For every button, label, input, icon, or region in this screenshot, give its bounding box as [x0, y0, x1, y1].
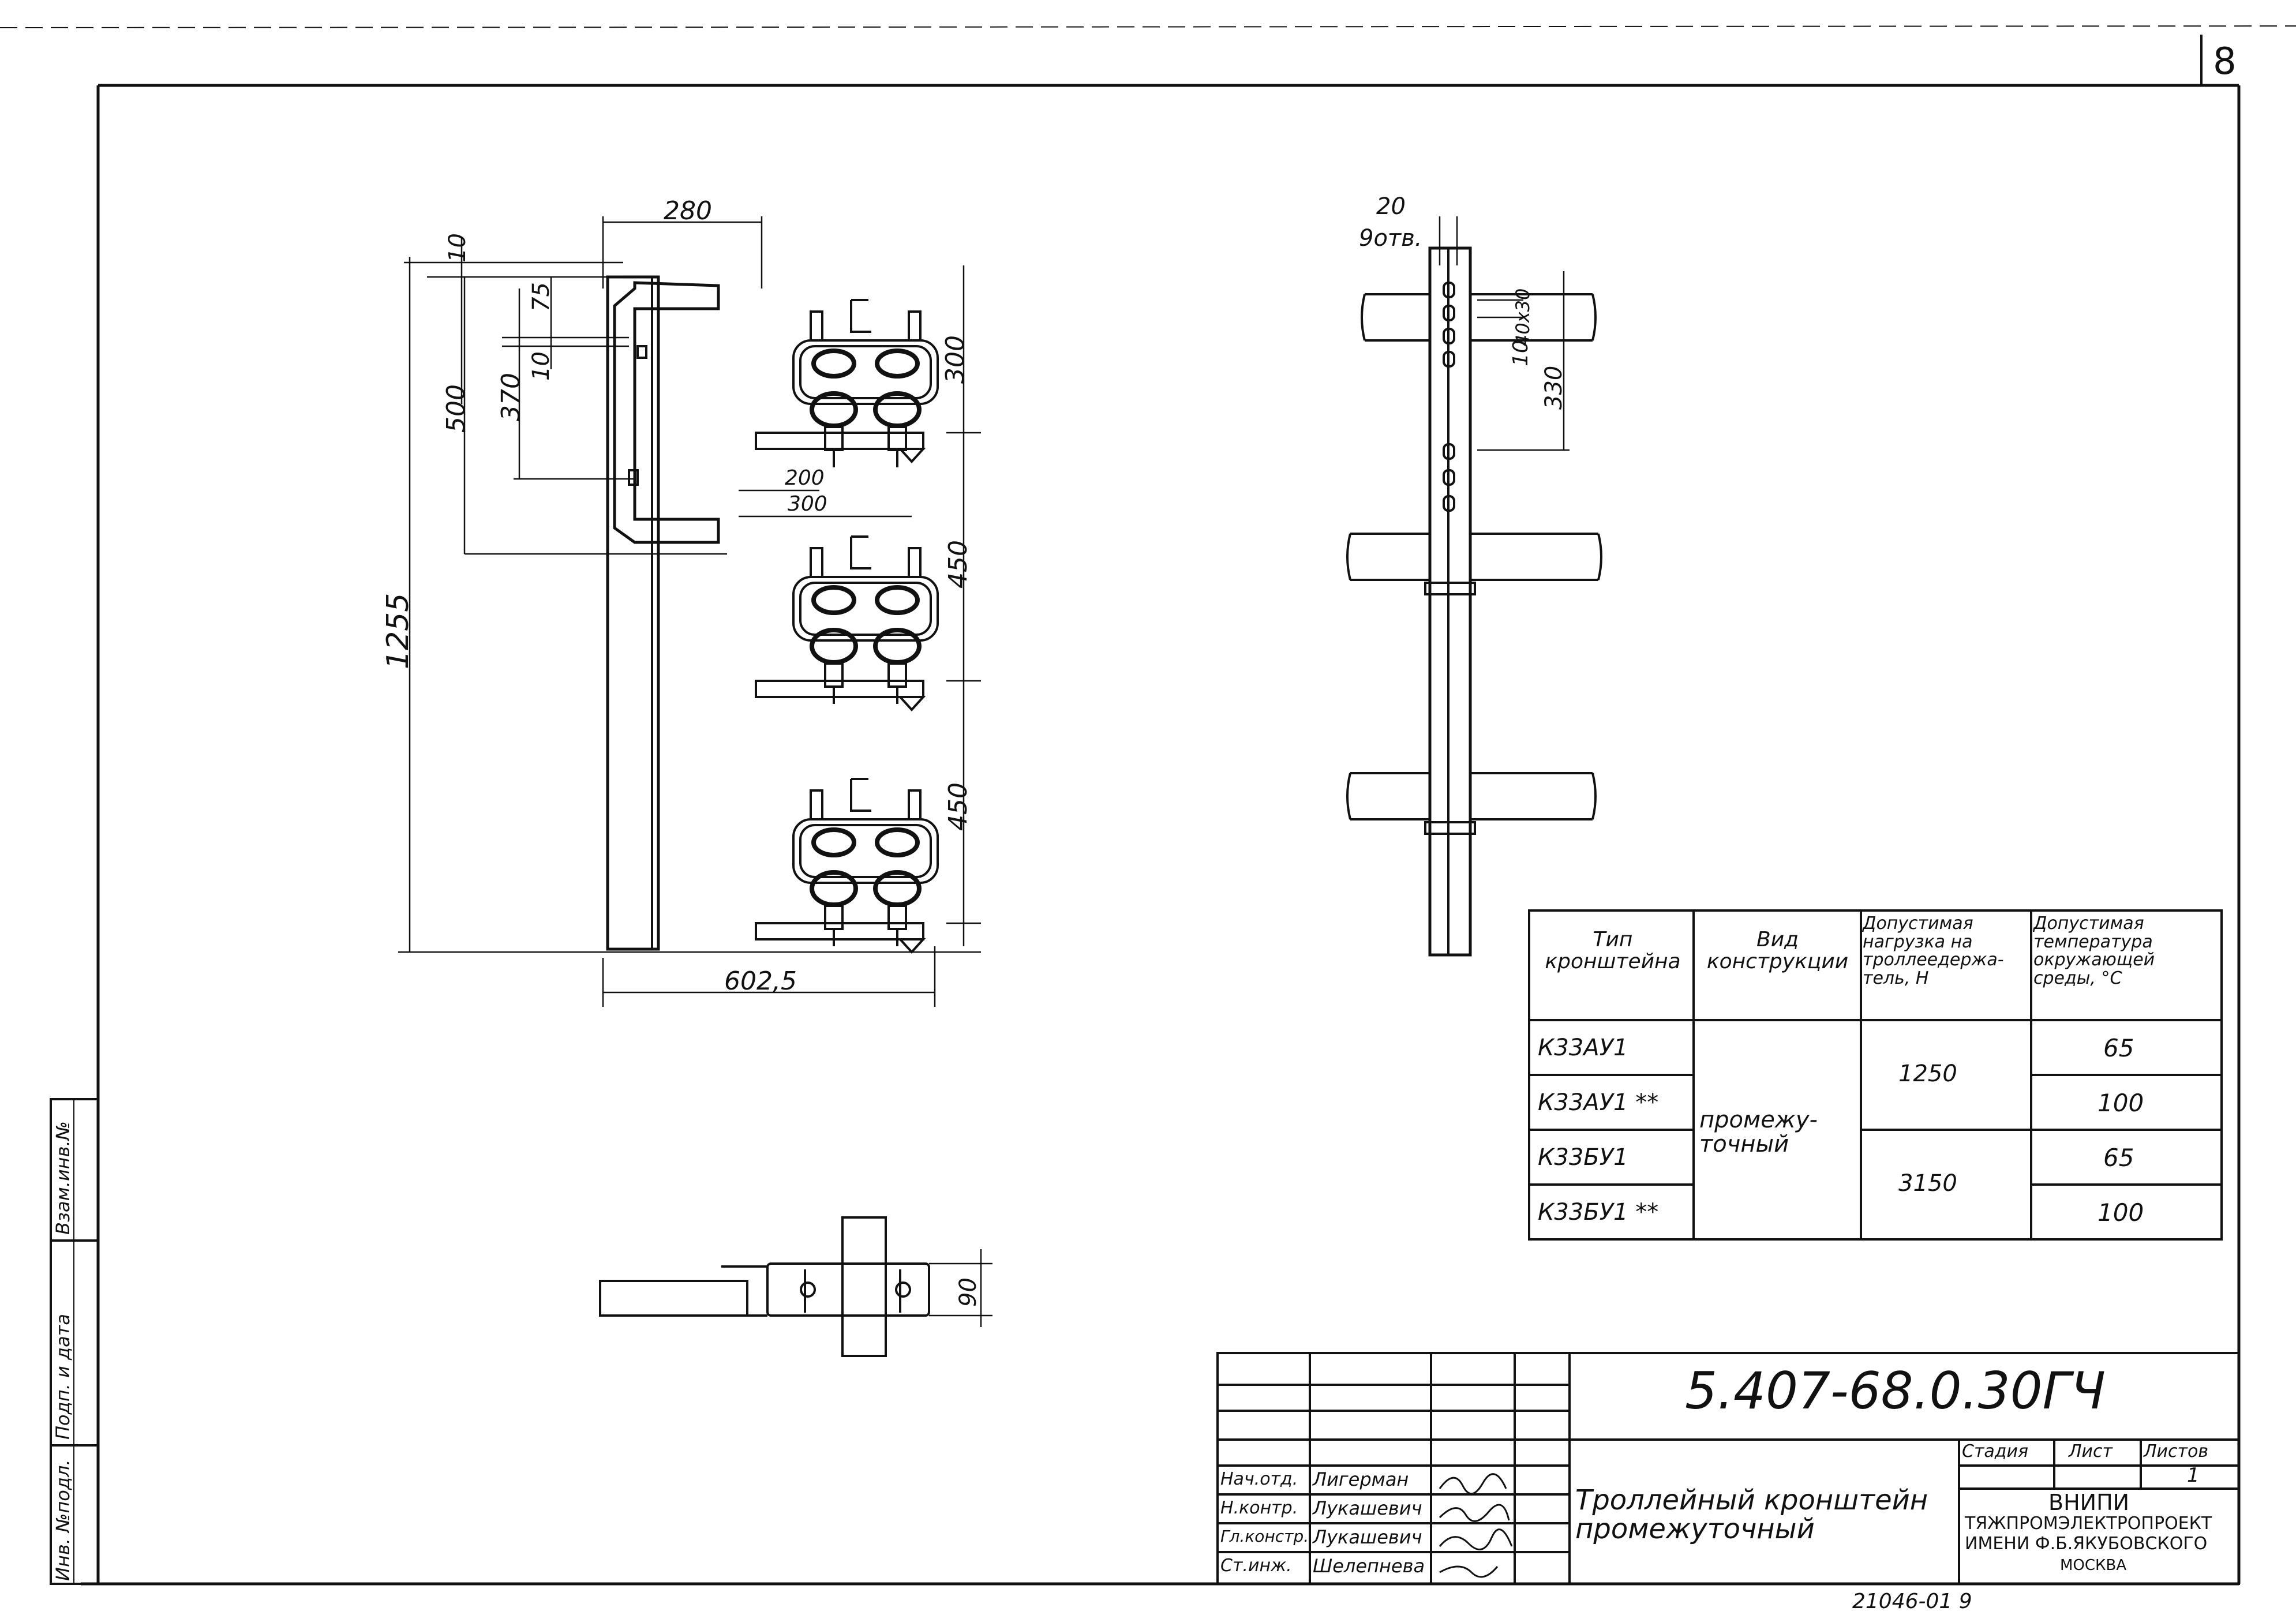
dim-280: 280 [664, 196, 712, 226]
sheet-label: Лист [2069, 1441, 2113, 1462]
spec-row-4-temp: 100 [2098, 1198, 2144, 1227]
spec-header-construction: Вид конструкции [1706, 928, 1849, 973]
org-line-2: ТЯЖПРОМЭЛЕКТРОПРОЕКТ [1965, 1513, 2212, 1534]
dim-10-mid: 10 [528, 351, 555, 381]
drawing-designation: 5.407-68.0.30ГЧ [1685, 1361, 2106, 1421]
dim-300-inner: 300 [788, 492, 827, 516]
spec-header-type: Тип кронштейна [1545, 928, 1681, 973]
front-view [606, 275, 926, 954]
org-line-3: ИМЕНИ Ф.Б.ЯКУБОВСКОГО [1965, 1534, 2208, 1554]
spec-row-2-temp: 100 [2098, 1089, 2144, 1117]
stage-label: Стадия [1962, 1441, 2029, 1462]
insulator-group-2 [792, 535, 939, 704]
spec-row-1-temp: 65 [2103, 1034, 2134, 1062]
dim-300-right: 300 [941, 335, 970, 384]
margin-stamp-grid [50, 1098, 99, 1585]
insulator-group-1 [792, 299, 939, 467]
spec-construction: промежу- точный [1699, 1107, 1818, 1157]
spec-row-3-type: К33БУ1 [1538, 1144, 1628, 1171]
side-view [1346, 216, 1602, 957]
name-1: Лигерман [1313, 1468, 1409, 1490]
spec-header-temp: Допустимая температура окружающей среды,… [2033, 913, 2155, 988]
dim-500: 500 [441, 384, 471, 433]
dim-side-20: 20 [1376, 193, 1406, 220]
dim-370: 370 [496, 373, 526, 421]
spec-table-grid [1528, 909, 2223, 1241]
dim-10-top: 10 [444, 233, 471, 263]
name-3: Лукашевич [1313, 1526, 1422, 1548]
sheet-frame [0, 25, 2296, 1586]
spec-row-4-type: К33БУ1 ** [1538, 1199, 1659, 1226]
spec-header-load: Допустимая нагрузка на троллеедержа- тел… [1863, 913, 2004, 988]
dim-side-holes: 9отв. [1359, 225, 1422, 252]
stamp-inv-no: Инв. №подл. [52, 1459, 74, 1581]
dim-side-330: 330 [1541, 365, 1567, 410]
title-block-grid [1216, 1352, 2240, 1585]
org-line-1: ВНИПИ [2048, 1490, 2130, 1515]
dim-1255: 1255 [381, 593, 415, 669]
spec-load-a: 1250 [1898, 1061, 1957, 1087]
insulator-group-3 [792, 778, 939, 946]
stamp-replaced-inv: Взам.инв.№ [52, 1121, 74, 1235]
role-3: Гл.констр. [1220, 1527, 1309, 1546]
stamp-sign-date: Подп. и дата [52, 1314, 74, 1440]
dim-plan-90: 90 [955, 1277, 982, 1307]
role-2: Н.контр. [1220, 1498, 1298, 1518]
dim-75: 75 [528, 282, 555, 312]
name-2: Лукашевич [1313, 1497, 1422, 1519]
drawing-title: Троллейный кронштейн промежуточный [1575, 1484, 1928, 1546]
spec-row-3-temp: 65 [2103, 1144, 2134, 1172]
dim-side-40x30: 40х30 [1512, 288, 1534, 346]
org-line-4: МОСКВА [2060, 1557, 2127, 1574]
sheets-value: 1 [2187, 1464, 2200, 1487]
dim-450-upper: 450 [943, 540, 973, 589]
dim-450-lower: 450 [943, 782, 973, 831]
signatures [1439, 1473, 1513, 1578]
spec-row-1-type: К33АУ1 [1538, 1035, 1628, 1061]
role-4: Ст.инж. [1220, 1556, 1292, 1576]
dim-200: 200 [785, 466, 825, 490]
dim-602-5: 602,5 [724, 966, 797, 996]
plan-view [599, 1216, 992, 1357]
name-4: Шелепнева [1313, 1555, 1425, 1577]
role-1: Нач.отд. [1220, 1469, 1298, 1489]
spec-row-2-type: К33АУ1 ** [1538, 1089, 1659, 1116]
spec-load-b: 3150 [1898, 1170, 1957, 1197]
front-dimension-lines [398, 216, 981, 1007]
sheet-number: 8 [2213, 40, 2237, 83]
footer-code: 21046-01 9 [1852, 1590, 1972, 1613]
sheets-label: Листов [2144, 1441, 2209, 1462]
